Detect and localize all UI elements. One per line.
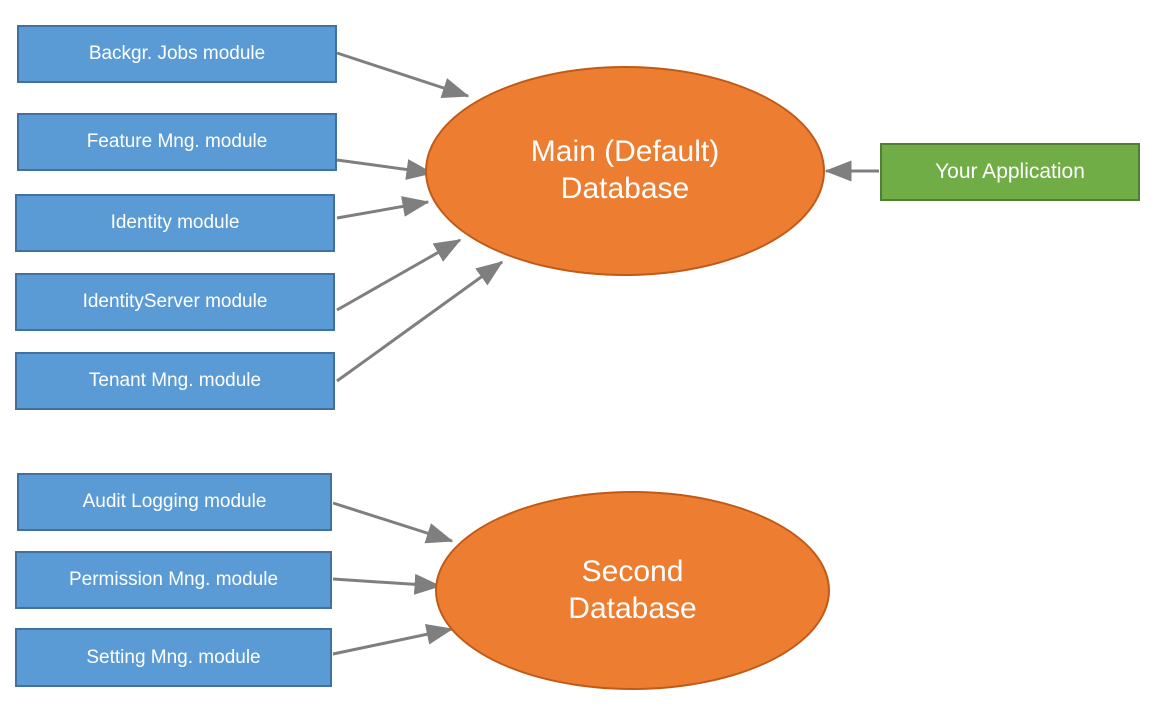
database-label-line1: Main (Default) (530, 135, 720, 169)
database-node-main[interactable]: Main (Default) Database (425, 66, 825, 276)
connector-setting-mng-to-second-db (332, 623, 454, 656)
module-label: IdentityServer module (82, 291, 268, 313)
connector-backgr-jobs-to-main-db (336, 51, 470, 99)
module-box-identity[interactable]: Identity module (15, 194, 335, 252)
connector-identityserver-to-main-db (336, 238, 462, 312)
connector-feature-mng-to-main-db (336, 158, 434, 180)
connector-identity-to-main-db (336, 196, 430, 220)
database-node-second[interactable]: Second Database (435, 491, 830, 690)
module-label: Permission Mng. module (68, 569, 279, 591)
database-label-main: Main (Default) Database (517, 134, 733, 207)
module-box-identityserver[interactable]: IdentityServer module (15, 273, 335, 331)
connector-audit-logging-to-second-db (332, 501, 454, 544)
module-box-backgr-jobs[interactable]: Backgr. Jobs module (17, 25, 337, 83)
module-label: Setting Mng. module (86, 646, 261, 668)
module-box-setting-mng[interactable]: Setting Mng. module (15, 628, 332, 687)
connector-tenant-mng-to-main-db (336, 260, 504, 383)
module-label: Backgr. Jobs module (88, 43, 266, 65)
module-box-audit-logging[interactable]: Audit Logging module (17, 473, 332, 531)
module-label: Tenant Mng. module (88, 370, 262, 392)
application-box[interactable]: Your Application (880, 143, 1140, 201)
connector-permission-mng-to-second-db (332, 573, 442, 595)
module-box-permission-mng[interactable]: Permission Mng. module (15, 551, 332, 609)
module-label: Audit Logging module (82, 491, 267, 513)
application-label: Your Application (935, 160, 1085, 184)
module-box-feature-mng[interactable]: Feature Mng. module (17, 113, 337, 171)
database-label-line1: Second (581, 554, 684, 588)
module-label: Identity module (110, 212, 240, 234)
module-label: Feature Mng. module (86, 131, 268, 153)
database-label-line2: Database (568, 591, 697, 625)
database-label-second: Second Database (554, 554, 710, 627)
database-label-line2: Database (560, 172, 690, 205)
module-box-tenant-mng[interactable]: Tenant Mng. module (15, 352, 335, 410)
